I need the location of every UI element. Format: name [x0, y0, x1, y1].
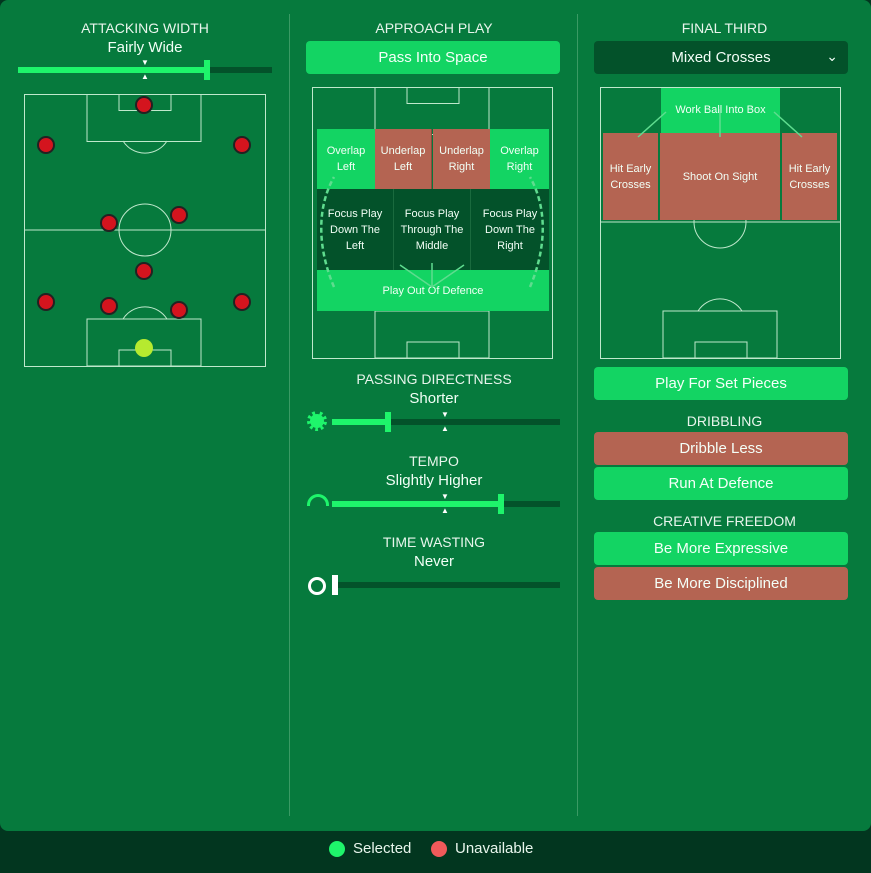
tactics-panel: ATTACKING WIDTH Fairly Wide ▼▲ APPROACH …	[0, 0, 871, 831]
final-third-dropdown-value: Mixed Crosses	[671, 49, 771, 66]
player-marker[interactable]	[233, 293, 251, 311]
pass-into-space-button[interactable]: Pass Into Space	[306, 41, 560, 74]
zone-underlap-left[interactable]: Underlap Left	[375, 129, 432, 189]
legend-unavailable: Unavailable	[431, 840, 533, 857]
player-marker[interactable]	[135, 96, 153, 114]
legend-unavailable-label: Unavailable	[455, 840, 534, 857]
player-marker[interactable]	[233, 136, 251, 154]
zone-overlap-left[interactable]: Overlap Left	[317, 129, 375, 189]
approach-play-label: APPROACH PLAY	[375, 20, 493, 36]
zone-focus-right[interactable]: Focus Play Down The Right	[471, 189, 549, 270]
zone-hit-early-crosses-right[interactable]: Hit Early Crosses	[782, 133, 837, 220]
player-marker[interactable]	[170, 301, 188, 319]
final-third-dropdown[interactable]: Mixed Crosses ⌄	[594, 41, 848, 74]
passing-directness-value: Shorter	[409, 390, 459, 407]
chevron-down-icon: ⌄	[826, 48, 838, 64]
selected-dot-icon	[329, 840, 345, 857]
formation-pitch	[24, 94, 266, 367]
be-more-expressive-button[interactable]: Be More Expressive	[594, 532, 848, 565]
player-marker[interactable]	[100, 214, 118, 232]
football-icon	[307, 411, 327, 431]
approach-arrows	[320, 176, 544, 288]
speedometer-icon	[307, 494, 329, 506]
be-more-disciplined-button[interactable]: Be More Disciplined	[594, 567, 848, 600]
play-for-set-pieces-button[interactable]: Play For Set Pieces	[594, 367, 848, 400]
final-third-arrows	[637, 109, 803, 138]
final-third-pitch	[600, 87, 841, 359]
attacking-width-label: ATTACKING WIDTH	[81, 20, 209, 36]
tempo-label: TEMPO	[409, 453, 459, 469]
unavailable-dot-icon	[431, 840, 447, 857]
zone-shoot-on-sight[interactable]: Shoot On Sight	[660, 133, 780, 220]
zone-underlap-right[interactable]: Underlap Right	[433, 129, 490, 189]
zone-hit-early-crosses-left[interactable]: Hit Early Crosses	[603, 133, 658, 220]
final-third-label: FINAL THIRD	[681, 20, 768, 36]
zone-overlap-right[interactable]: Overlap Right	[490, 129, 549, 189]
passing-directness-label: PASSING DIRECTNESS	[356, 371, 512, 387]
player-marker[interactable]	[37, 136, 55, 154]
stopwatch-icon	[308, 577, 326, 595]
run-at-defence-button[interactable]: Run At Defence	[594, 467, 848, 500]
attacking-width-value: Fairly Wide	[107, 39, 183, 56]
dribbling-label: DRIBBLING	[686, 413, 763, 429]
goalkeeper-marker[interactable]	[135, 339, 153, 357]
zone-focus-middle[interactable]: Focus Play Through The Middle	[394, 189, 471, 270]
player-marker[interactable]	[37, 293, 55, 311]
player-marker[interactable]	[100, 297, 118, 315]
legend-selected: Selected	[329, 840, 411, 857]
zone-play-out-of-defence[interactable]: Play Out Of Defence	[317, 270, 549, 311]
divider	[289, 14, 290, 816]
time-wasting-label: TIME WASTING	[382, 534, 486, 550]
player-marker[interactable]	[170, 206, 188, 224]
divider	[577, 14, 578, 816]
time-wasting-value: Never	[413, 553, 454, 570]
approach-pitch	[312, 87, 553, 359]
dribble-less-button[interactable]: Dribble Less	[594, 432, 848, 465]
tempo-value: Slightly Higher	[385, 472, 483, 489]
creative-freedom-label: CREATIVE FREEDOM	[653, 513, 796, 529]
legend-selected-label: Selected	[353, 840, 412, 857]
zone-focus-left[interactable]: Focus Play Down The Left	[317, 189, 394, 270]
player-marker[interactable]	[135, 262, 153, 280]
